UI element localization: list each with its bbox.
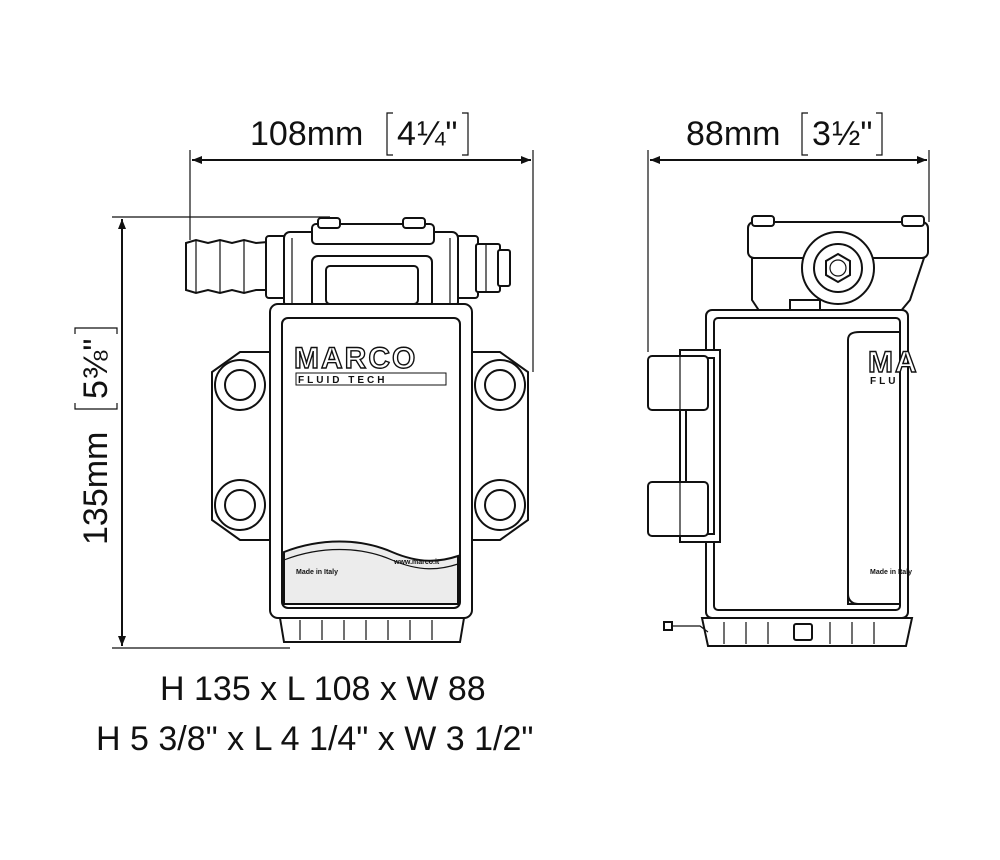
- side-brand-logo: MA: [868, 346, 919, 379]
- pump-side-view: MA FLU Made in Italy: [647, 215, 929, 647]
- motor-base: [278, 617, 466, 643]
- inlet-hose-barb: [185, 235, 287, 299]
- side-width-imperial-fraction: ½": [832, 115, 872, 153]
- height-metric: 135mm: [77, 432, 115, 545]
- side-mounting-bracket: [647, 349, 721, 543]
- side-brand-subtitle: FLU: [870, 376, 898, 387]
- side-pump-head: [747, 215, 929, 315]
- website-label: www.marco.it: [393, 559, 440, 566]
- side-motor-base: [663, 617, 914, 647]
- side-width-dimension: 88mm 3 ½": [647, 112, 930, 352]
- brand-subtitle: FLUID TECH: [298, 375, 387, 386]
- side-made-in-label: Made in Italy: [870, 569, 912, 576]
- mounting-bracket: [211, 351, 529, 541]
- motor-body: MARCO FLUID TECH Made in Italy www.marco…: [269, 303, 473, 619]
- made-in-label: Made in Italy: [296, 569, 338, 576]
- dimension-caption: H 135 x L 108 x W 88 H 5 3/8" x L 4 1/4"…: [96, 670, 533, 758]
- front-width-imperial-fraction: ¼": [417, 115, 457, 153]
- caption-imperial: H 5 3/8" x L 4 1/4" x W 3 1/2": [96, 720, 533, 758]
- height-imperial-fraction: ⅜": [77, 339, 115, 379]
- front-width-dimension: 108mm 4 ¼": [189, 112, 534, 372]
- outlet-fitting: [455, 235, 511, 299]
- brand-logo: MARCO: [294, 342, 417, 375]
- caption-metric: H 135 x L 108 x W 88: [160, 670, 486, 708]
- side-width-metric: 88mm: [686, 115, 780, 153]
- side-motor-body: MA FLU Made in Italy: [705, 309, 919, 619]
- side-width-imperial-whole: 3: [812, 115, 831, 153]
- pump-head: [283, 217, 459, 309]
- height-dimension: 135mm 5 ⅜": [74, 216, 330, 649]
- front-width-imperial-whole: 4: [397, 115, 416, 153]
- height-imperial-whole: 5: [77, 380, 115, 399]
- front-width-metric: 108mm: [250, 115, 363, 153]
- pump-front-view: MARCO FLUID TECH Made in Italy www.marco…: [185, 217, 529, 643]
